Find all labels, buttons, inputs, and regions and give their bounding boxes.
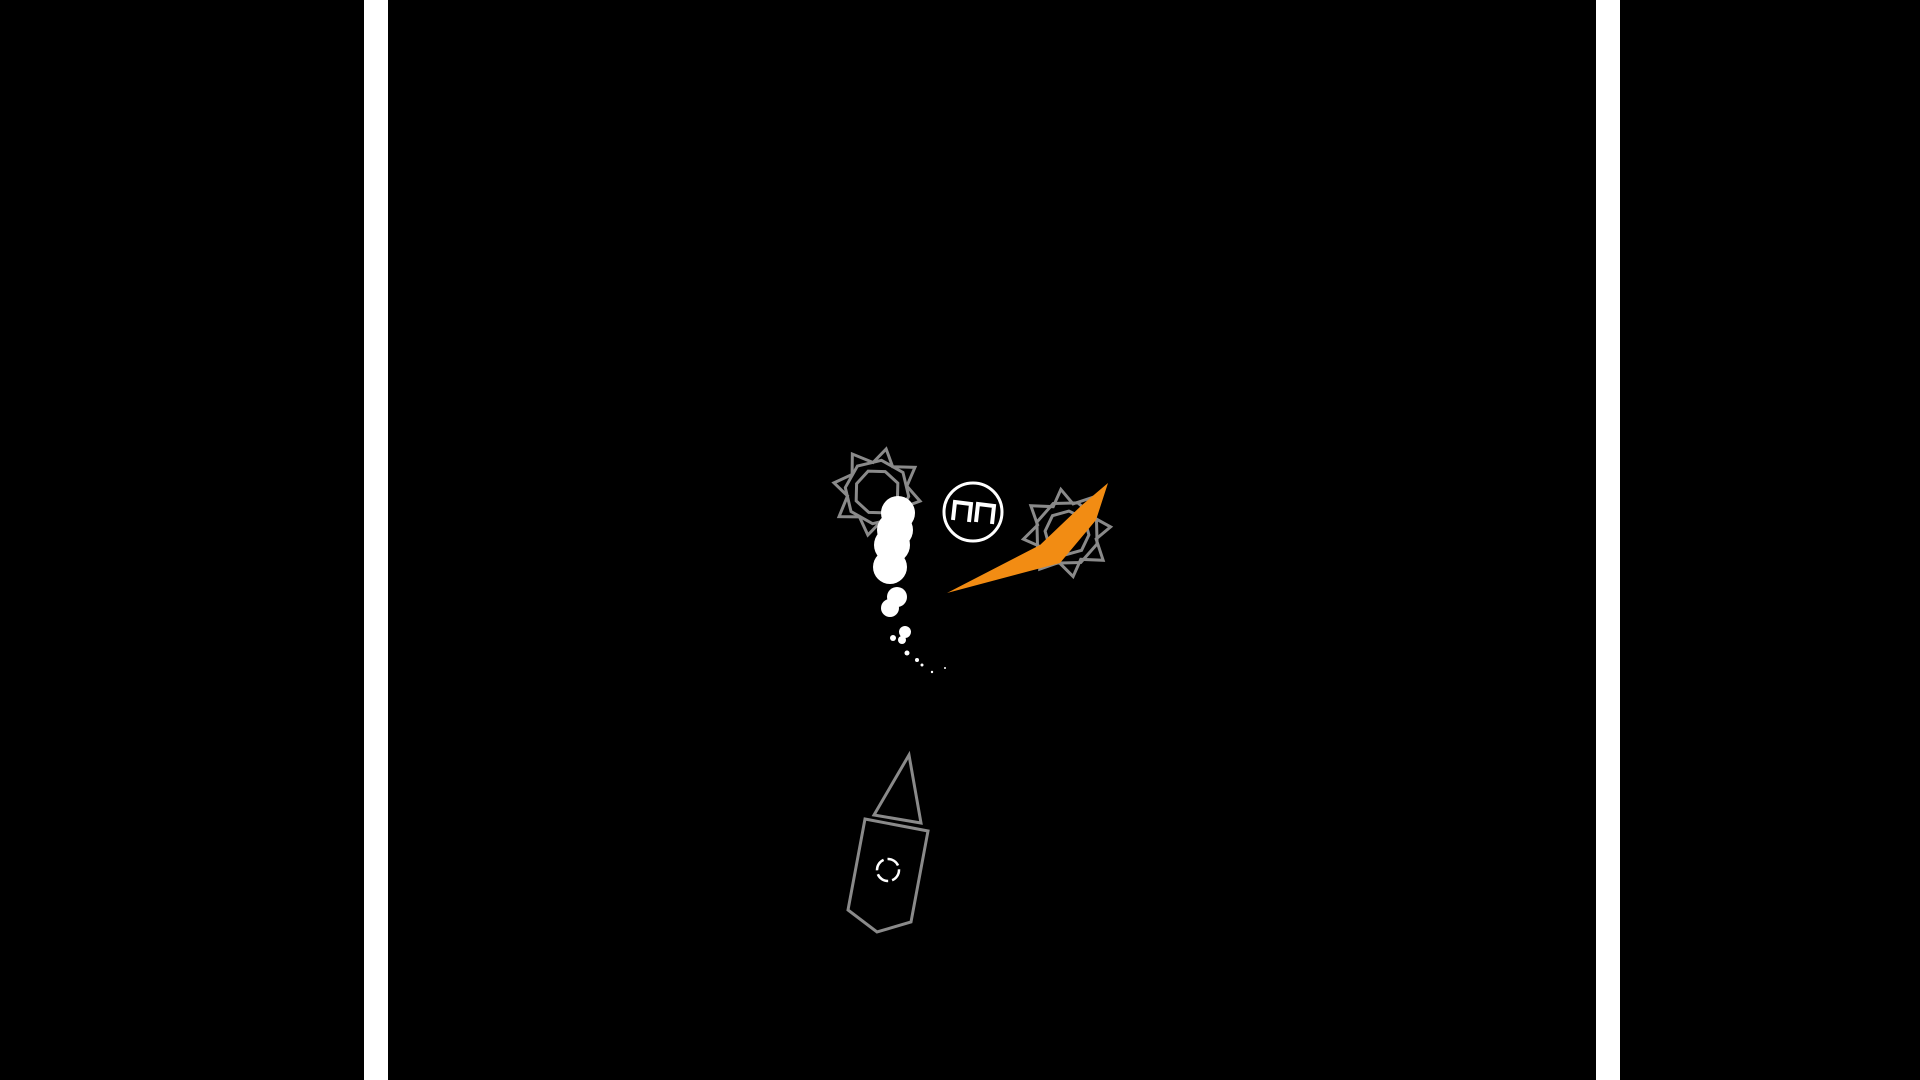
left-border-bar	[364, 0, 388, 1080]
right-border-bar	[1596, 0, 1620, 1080]
smoke-trail	[873, 496, 946, 674]
player-ship	[846, 750, 930, 934]
crosshair-icon	[875, 857, 901, 883]
pause-button[interactable]	[942, 481, 1004, 543]
enemy-gear-left	[831, 446, 923, 538]
pause-icon	[951, 499, 997, 525]
laser-blade	[947, 483, 1108, 593]
